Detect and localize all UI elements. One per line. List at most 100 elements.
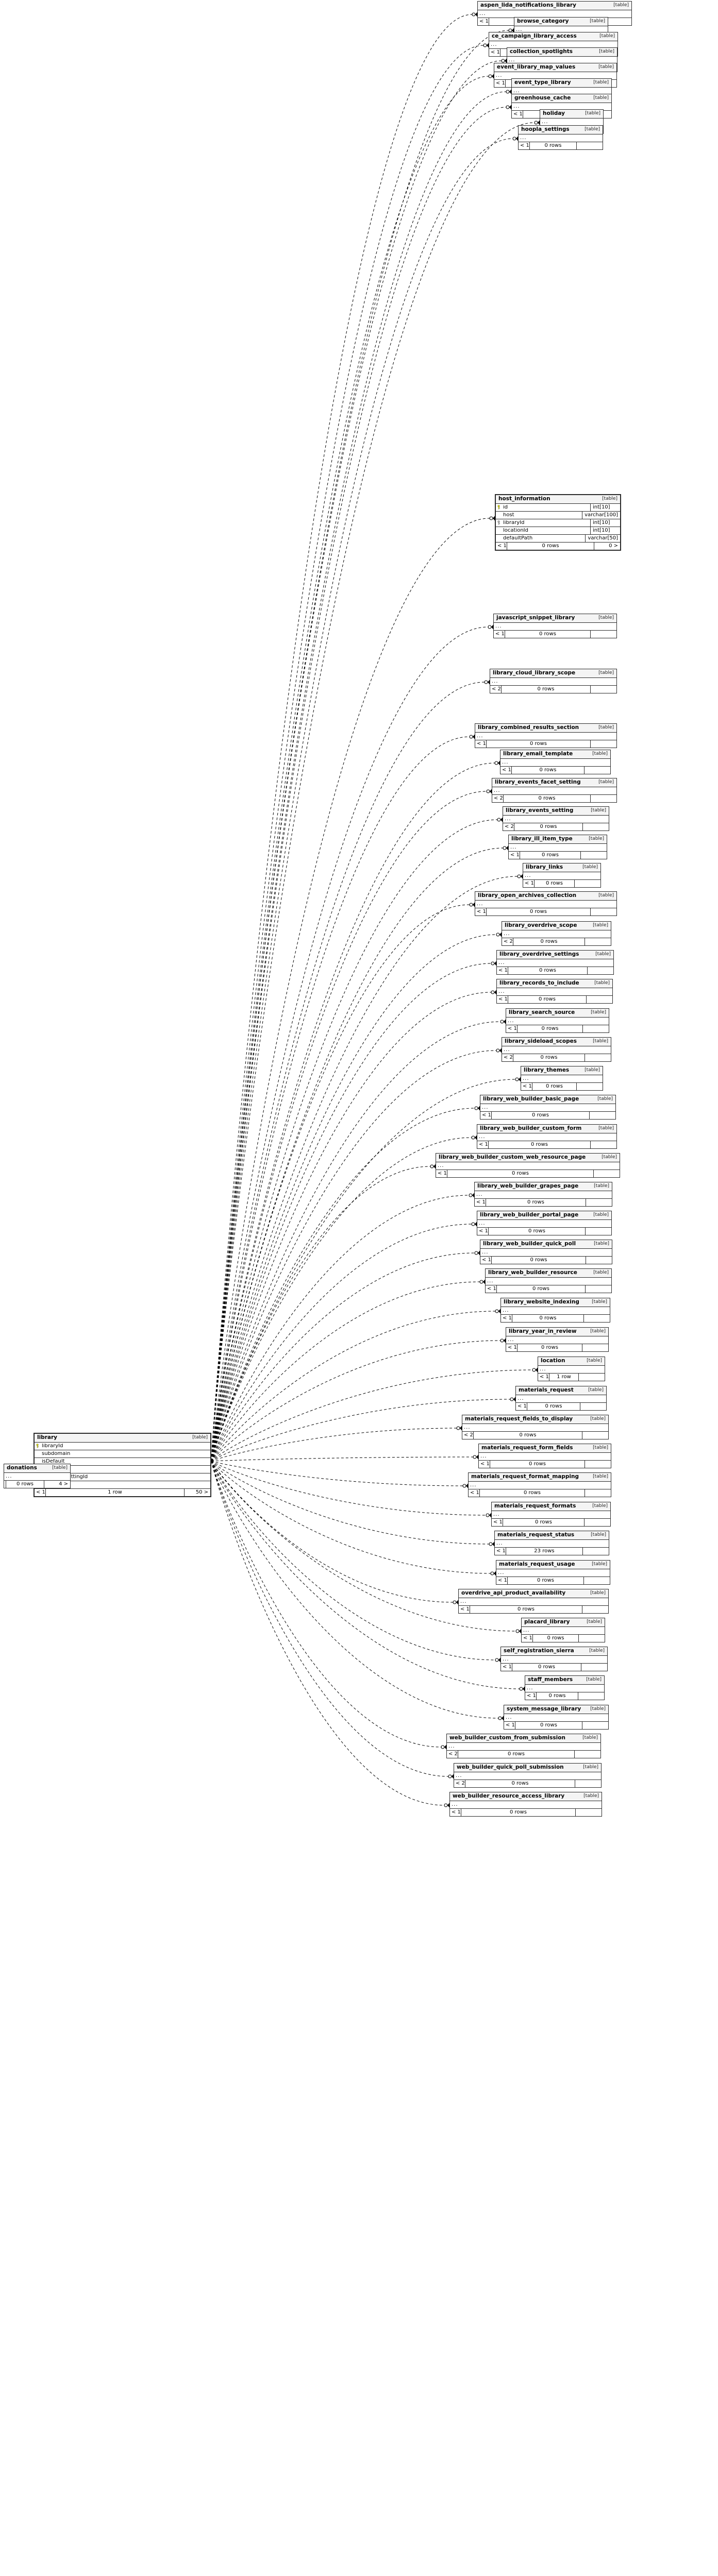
next-page-indicator[interactable] [586, 1285, 611, 1293]
table-header[interactable]: materials_request_status[table] [495, 1531, 609, 1540]
next-page-indicator[interactable] [584, 1315, 610, 1322]
table-header[interactable]: materials_request_fields_to_display[tabl… [462, 1415, 608, 1424]
prev-page-indicator[interactable]: < 2 [494, 795, 503, 801]
next-page-indicator[interactable] [579, 1635, 605, 1642]
next-page-indicator[interactable] [594, 1170, 620, 1177]
table-header[interactable]: host_information[table] [496, 495, 620, 504]
table-box-library_web_builder_custom_web_resource_page[interactable]: library_web_builder_custom_web_resource_… [436, 1153, 620, 1178]
next-page-indicator[interactable] [576, 1809, 602, 1816]
next-page-indicator[interactable] [585, 1461, 611, 1468]
table-box-library_combined_results_section[interactable]: library_combined_results_section[table].… [475, 723, 617, 748]
table-header[interactable]: location[table] [538, 1357, 605, 1366]
prev-page-indicator[interactable]: < 1 [482, 1112, 491, 1118]
table-header[interactable]: staff_members[table] [525, 1676, 604, 1685]
next-page-indicator[interactable] [583, 823, 609, 831]
table-header[interactable]: library_open_archives_collection[table] [475, 892, 616, 901]
table-header[interactable]: library_links[table] [523, 863, 600, 872]
next-page-indicator[interactable]: 4 > [59, 1481, 68, 1487]
next-page-indicator[interactable] [591, 1141, 616, 1148]
next-page-indicator[interactable] [575, 1780, 601, 1787]
next-page-indicator[interactable] [585, 938, 611, 945]
table-header[interactable]: library_search_source[table] [506, 1009, 609, 1018]
table-header[interactable]: library_website_indexing[table] [501, 1298, 610, 1307]
table-header[interactable]: library_web_builder_grapes_page[table] [475, 1182, 612, 1191]
next-page-indicator[interactable] [575, 1751, 600, 1758]
table-header[interactable]: materials_request_format_mapping[table] [469, 1473, 611, 1482]
next-page-indicator[interactable] [582, 1344, 608, 1351]
next-page-indicator[interactable] [591, 686, 616, 693]
prev-page-indicator[interactable]: < 1 [477, 741, 486, 747]
prev-page-indicator[interactable]: < 1 [525, 880, 534, 886]
next-page-indicator[interactable] [586, 1228, 611, 1235]
next-page-indicator[interactable] [583, 1548, 609, 1555]
table-header[interactable]: materials_request[table] [516, 1386, 606, 1395]
table-box-library_web_builder_resource[interactable]: library_web_builder_resource[table]...< … [485, 1268, 612, 1293]
next-page-indicator[interactable] [590, 1112, 615, 1119]
prev-page-indicator[interactable]: < 1 [498, 1578, 507, 1583]
table-header[interactable]: library_sideload_scopes[table] [502, 1038, 611, 1046]
table-header[interactable]: browse_category[table] [514, 18, 608, 26]
table-header[interactable]: event_type_library[table] [512, 79, 611, 88]
table-box-library_web_builder_portal_page[interactable]: library_web_builder_portal_page[table]..… [477, 1211, 612, 1235]
prev-page-indicator[interactable]: < 1 [495, 631, 505, 637]
next-page-indicator[interactable] [586, 1199, 612, 1206]
prev-page-indicator[interactable]: < 1 [479, 1142, 488, 1147]
prev-page-indicator[interactable]: < 1 [520, 143, 529, 148]
next-page-indicator[interactable] [591, 740, 616, 748]
table-header[interactable]: library_combined_results_section[table] [475, 724, 616, 733]
prev-page-indicator[interactable]: < 1 [496, 1548, 506, 1554]
prev-page-indicator[interactable]: < 1 [480, 1461, 490, 1467]
table-header[interactable]: materials_request_form_fields[table] [479, 1444, 611, 1453]
prev-page-indicator[interactable]: < 1 [452, 1809, 461, 1815]
next-page-indicator[interactable] [585, 1489, 611, 1497]
table-box-overdrive_api_product_availability[interactable]: overdrive_api_product_availability[table… [458, 1589, 609, 1614]
table-header[interactable]: library_themes[table] [521, 1066, 603, 1075]
table-header[interactable]: library_web_builder_resource[table] [486, 1269, 611, 1278]
table-header[interactable]: library_overdrive_scope[table] [502, 922, 611, 930]
prev-page-indicator[interactable]: < 1 [460, 1606, 470, 1612]
table-box-web_builder_resource_access_library[interactable]: web_builder_resource_access_library[tabl… [449, 1792, 602, 1817]
table-header[interactable]: library_web_builder_portal_page[table] [477, 1211, 611, 1220]
prev-page-indicator[interactable]: < 2 [505, 824, 514, 829]
next-page-indicator[interactable] [591, 908, 616, 916]
prev-page-indicator[interactable]: < 2 [448, 1751, 458, 1757]
prev-page-indicator[interactable]: < 1 [487, 1286, 496, 1292]
table-header[interactable]: materials_request_usage[table] [496, 1561, 610, 1569]
prev-page-indicator[interactable]: < 2 [504, 1055, 513, 1060]
prev-page-indicator[interactable]: < 1 [491, 49, 500, 55]
prev-page-indicator[interactable]: < 1 [508, 1345, 517, 1350]
prev-page-indicator[interactable]: < 1 [438, 1171, 447, 1176]
next-page-indicator[interactable] [584, 1577, 610, 1584]
next-page-indicator[interactable] [586, 1257, 612, 1264]
prev-page-indicator[interactable]: < 1 [482, 1257, 491, 1263]
prev-page-indicator[interactable]: < 1 [477, 909, 486, 914]
prev-page-indicator[interactable]: < 1 [502, 767, 511, 773]
table-header[interactable]: materials_request_formats[table] [492, 1502, 610, 1511]
prev-page-indicator[interactable]: < 1 [517, 1403, 527, 1409]
table-box-library_events_facet_setting[interactable]: library_events_facet_setting[table]...< … [492, 778, 617, 803]
prev-page-indicator[interactable]: < 1 [479, 1228, 488, 1234]
table-header[interactable]: holiday[table] [540, 110, 603, 118]
prev-page-indicator[interactable]: < 1 [540, 1374, 549, 1380]
table-box-materials_request_form_fields[interactable]: materials_request_form_fields[table]...<… [478, 1444, 611, 1468]
table-header[interactable]: library_records_to_include[table] [497, 979, 612, 988]
next-page-indicator[interactable] [581, 852, 607, 859]
table-header[interactable]: web_builder_quick_poll_submission[table] [454, 1764, 601, 1772]
next-page-indicator[interactable] [582, 1606, 608, 1613]
next-page-indicator[interactable] [583, 1025, 609, 1032]
prev-page-indicator[interactable]: < 1 [523, 1083, 532, 1089]
prev-page-indicator[interactable]: < 1 [36, 1489, 45, 1495]
